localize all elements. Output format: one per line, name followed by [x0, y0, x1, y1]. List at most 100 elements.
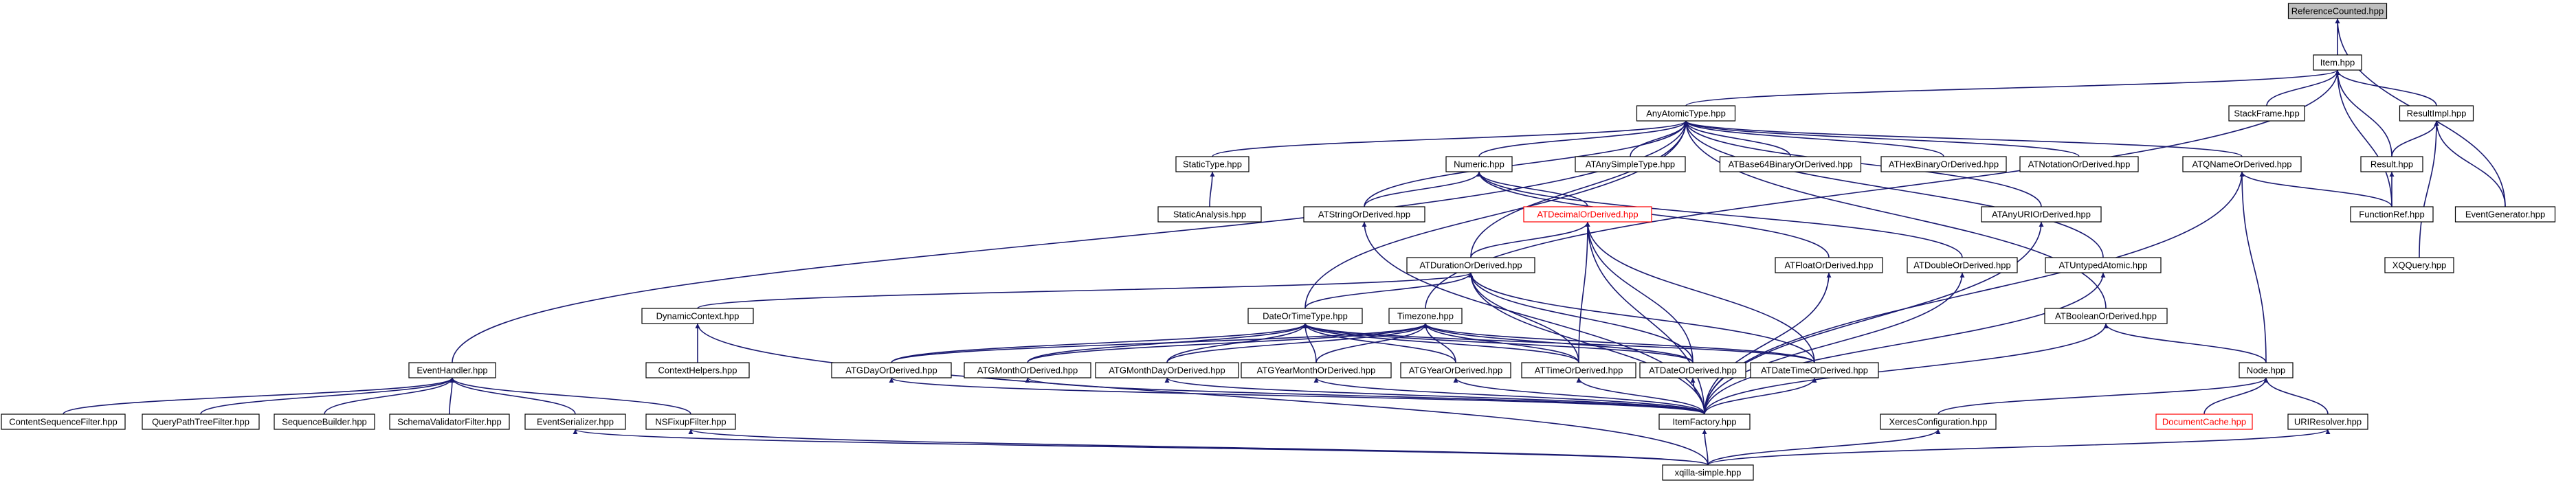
edge-atgday-to-datetimetype [891, 323, 1308, 363]
edge-querypath-to-eventhandler [200, 377, 455, 415]
node-doccache[interactable]: DocumentCache.hpp [2155, 414, 2253, 430]
edge-itemfactory-to-atgmonth [1025, 377, 1705, 415]
node-atnotation[interactable]: ATNotationOrDerived.hpp [2019, 156, 2139, 172]
node-box [524, 414, 626, 430]
node-atstring[interactable]: ATStringOrDerived.hpp [1303, 206, 1425, 223]
node-node[interactable]: Node.hpp [2239, 362, 2294, 378]
node-uriresolver[interactable]: URIResolver.hpp [2287, 414, 2368, 430]
node-atgmonthday[interactable]: ATGMonthDayOrDerived.hpp [1095, 362, 1239, 378]
node-label: ATDateTimeOrDerived.hpp [1761, 365, 1868, 375]
node-atgyearmonth[interactable]: ATGYearMonthOrDerived.hpp [1241, 362, 1392, 378]
node-box [389, 414, 510, 430]
node-box [1400, 362, 1511, 378]
node-schemavalidator[interactable]: SchemaValidatorFilter.hpp [389, 414, 510, 430]
node-box [1750, 362, 1879, 378]
node-atbase64[interactable]: ATBase64BinaryOrDerived.hpp [1719, 156, 1862, 172]
node-label: URIResolver.hpp [2294, 416, 2362, 427]
edge-itemfactory-to-atgyearmonth [1313, 377, 1705, 415]
node-label: ATFloatOrDerived.hpp [1784, 260, 1873, 270]
node-functionref[interactable]: FunctionRef.hpp [2350, 206, 2434, 223]
node-datetimetype[interactable]: DateOrTimeType.hpp [1247, 308, 1363, 324]
edge-result-to-resultimpl [2391, 120, 2439, 157]
edge-atdate-to-timezone [1423, 323, 1694, 363]
node-label: DynamicContext.hpp [656, 310, 740, 321]
edge-eventgen-to-resultimpl [2434, 120, 2506, 207]
node-xqilla[interactable]: xqilla-simple.hpp [1662, 464, 1754, 481]
node-label: ATGYearMonthOrDerived.hpp [1257, 365, 1376, 375]
node-contentseq[interactable]: ContentSequenceFilter.hpp [1, 414, 126, 430]
edge-atboolean-to-anyatomic [1683, 120, 2107, 309]
node-atboolean[interactable]: ATBooleanOrDerived.hpp [2044, 308, 2168, 324]
node-refcounted[interactable]: ReferenceCounted.hpp [2287, 3, 2388, 19]
node-atuntyped[interactable]: ATUntypedAtomic.hpp [2045, 257, 2162, 273]
node-label: ATBase64BinaryOrDerived.hpp [1728, 159, 1852, 169]
node-item[interactable]: Item.hpp [2313, 54, 2362, 71]
node-box [2182, 156, 2302, 172]
node-atanyuri[interactable]: ATAnyURIOrDerived.hpp [1981, 206, 2102, 223]
node-eventgen[interactable]: EventGenerator.hpp [2454, 206, 2556, 223]
node-box [1406, 257, 1535, 273]
node-staticanalysis[interactable]: StaticAnalysis.hpp [1157, 206, 1262, 223]
node-label: StackFrame.hpp [2234, 108, 2299, 118]
node-box [1, 414, 126, 430]
node-atdecimal[interactable]: ATDecimalOrDerived.hpp [1523, 206, 1652, 223]
node-atduration[interactable]: ATDurationOrDerived.hpp [1406, 257, 1535, 273]
node-label: DateOrTimeType.hpp [1263, 310, 1348, 321]
node-box [1157, 206, 1262, 223]
edge-contentseq-to-eventhandler [63, 377, 455, 415]
node-resultimpl[interactable]: ResultImpl.hpp [2399, 105, 2474, 122]
edge-itemfactory-to-atdouble [1704, 272, 1965, 415]
node-label: Timezone.hpp [1397, 310, 1454, 321]
edge-itemfactory-to-atboolean [1704, 323, 2109, 415]
node-eventserializer[interactable]: EventSerializer.hpp [524, 414, 626, 430]
node-athexbinary[interactable]: ATHexBinaryOrDerived.hpp [1880, 156, 2007, 172]
edge-nsfixup-to-eventhandler [449, 377, 691, 415]
node-attime[interactable]: ATTimeOrDerived.hpp [1521, 362, 1636, 378]
node-atfloat[interactable]: ATFloatOrDerived.hpp [1775, 257, 1883, 273]
node-atdouble[interactable]: ATDoubleOrDerived.hpp [1907, 257, 2018, 273]
edge-atgyear-to-timezone [1423, 323, 1456, 363]
node-box [1095, 362, 1239, 378]
node-atgmonth[interactable]: ATGMonthOrDerived.hpp [964, 362, 1091, 378]
node-label: SequenceBuilder.hpp [282, 416, 367, 427]
node-xquery[interactable]: XQQuery.hpp [2384, 257, 2454, 273]
node-atgyear[interactable]: ATGYearOrDerived.hpp [1400, 362, 1511, 378]
node-statictype[interactable]: StaticType.hpp [1175, 156, 1250, 172]
node-numeric[interactable]: Numeric.hpp [1445, 156, 1513, 172]
node-atgday[interactable]: ATGDayOrDerived.hpp [831, 362, 952, 378]
node-eventhandler[interactable]: EventHandler.hpp [408, 362, 496, 378]
node-box [1880, 156, 2007, 172]
node-stackframe[interactable]: StackFrame.hpp [2228, 105, 2305, 122]
node-atqname[interactable]: ATQNameOrDerived.hpp [2182, 156, 2302, 172]
node-atdatetime[interactable]: ATDateTimeOrDerived.hpp [1750, 362, 1879, 378]
node-label: ATGMonthOrDerived.hpp [977, 365, 1078, 375]
node-dyncontext[interactable]: DynamicContext.hpp [641, 308, 754, 324]
node-nsfixup[interactable]: NSFixupFilter.hpp [645, 414, 736, 430]
node-atdate[interactable]: ATDateOrDerived.hpp [1639, 362, 1746, 378]
node-box [142, 414, 260, 430]
node-box [2045, 257, 2162, 273]
edge-stackframe-to-item [2266, 69, 2340, 106]
node-contexthelpers[interactable]: ContextHelpers.hpp [645, 362, 750, 378]
edge-staticanalysis-to-statictype [1209, 171, 1215, 207]
node-label: ContentSequenceFilter.hpp [9, 416, 118, 427]
node-querypath[interactable]: QueryPathTreeFilter.hpp [142, 414, 260, 430]
node-label: ContextHelpers.hpp [658, 365, 737, 375]
node-timezone[interactable]: Timezone.hpp [1388, 308, 1463, 324]
node-anyatomic[interactable]: AnyAtomicType.hpp [1636, 105, 1736, 122]
node-box [408, 362, 496, 378]
edge-xqilla-to-itemfactory [1702, 429, 1709, 466]
edge-itemfactory-to-atuntyped [1704, 272, 2106, 415]
edge-seqbuilder-to-eventhandler [324, 377, 455, 415]
node-result[interactable]: Result.hpp [2360, 156, 2423, 172]
node-seqbuilder[interactable]: SequenceBuilder.hpp [274, 414, 375, 430]
node-box [1521, 362, 1636, 378]
edge-attime-to-timezone [1423, 323, 1579, 363]
node-box [1445, 156, 1513, 172]
node-label: QueryPathTreeFilter.hpp [152, 416, 249, 427]
node-atanysimple[interactable]: ATAnySimpleType.hpp [1575, 156, 1686, 172]
edge-attime-to-atdecimal [1578, 221, 1590, 363]
node-itemfactory[interactable]: ItemFactory.hpp [1658, 414, 1751, 430]
edge-itemfactory-to-atgyear [1453, 377, 1705, 415]
node-xercesconfig[interactable]: XercesConfiguration.hpp [1880, 414, 1997, 430]
